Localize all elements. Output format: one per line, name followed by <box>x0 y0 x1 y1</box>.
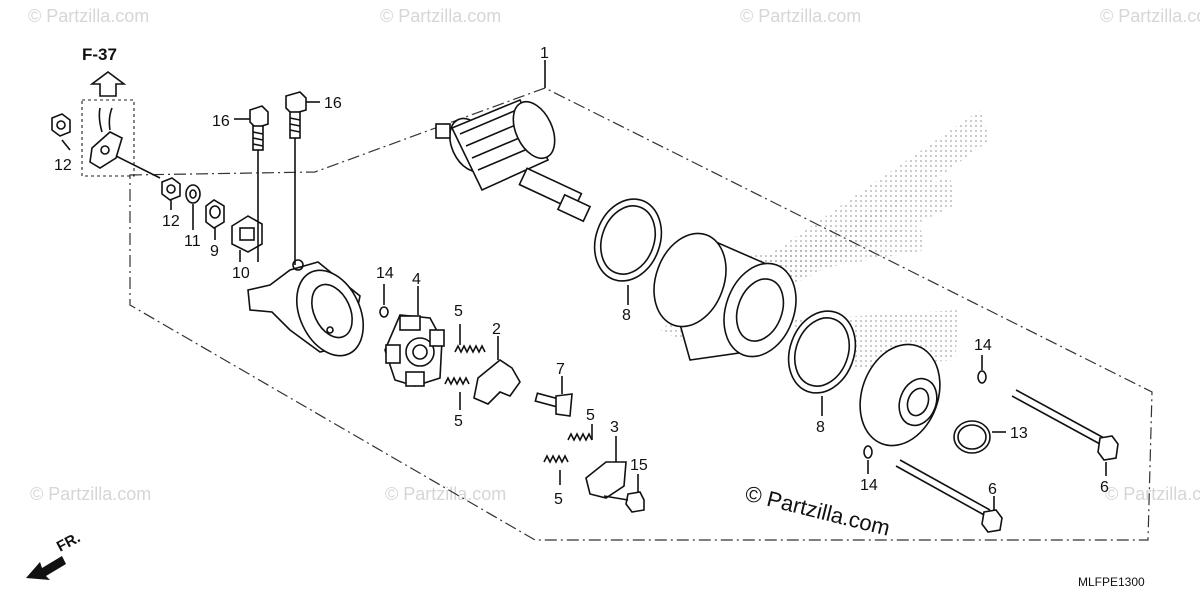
callout-16: 16 <box>212 113 230 130</box>
callout-10: 10 <box>232 265 250 282</box>
brush-terminal <box>534 376 573 417</box>
callout-14: 14 <box>974 337 992 354</box>
spring <box>454 344 486 354</box>
callout-8: 8 <box>816 419 825 436</box>
callout-8: 8 <box>622 307 631 324</box>
o-ring <box>593 198 663 282</box>
front-arrow-icon <box>26 556 66 580</box>
reference-label: F-37 <box>82 45 117 64</box>
callout-5: 5 <box>454 303 463 320</box>
callout-5: 5 <box>586 407 595 424</box>
callout-3: 3 <box>610 419 619 436</box>
o-ring <box>787 310 857 394</box>
spring <box>444 376 470 386</box>
watermark: © Partzilla.com <box>380 6 501 26</box>
terminal-bolt-set <box>231 215 263 253</box>
callout-14: 14 <box>376 265 394 282</box>
terminal-hardware <box>161 177 263 262</box>
callout-1: 1 <box>540 45 549 62</box>
brush-holder <box>384 286 445 387</box>
watermark-layer: © Partzilla.com © Partzilla.com © Partzi… <box>28 6 1200 504</box>
through-bolt <box>895 459 1003 533</box>
wire-lead <box>98 107 113 133</box>
f37-reference-group <box>51 71 161 179</box>
callout-13: 13 <box>1010 425 1028 442</box>
spring <box>567 432 593 442</box>
watermark: © Partzilla.com <box>1105 484 1200 504</box>
callout-16: 16 <box>324 95 342 112</box>
nut <box>161 177 181 201</box>
flange-bolt <box>285 91 307 115</box>
brush-springs <box>444 324 593 485</box>
callouts: F-37 1 2 3 4 5 5 5 5 6 6 7 8 8 9 10 11 1… <box>54 45 1109 508</box>
callout-6: 6 <box>1100 479 1109 496</box>
callout-5: 5 <box>454 413 463 430</box>
spring <box>543 454 569 464</box>
yoke-housing <box>653 232 797 361</box>
up-arrow-icon <box>89 71 127 97</box>
screw <box>625 491 645 513</box>
callout-15: 15 <box>630 457 648 474</box>
watermark: © Partzilla.com <box>1100 6 1200 26</box>
callout-9: 9 <box>210 243 219 260</box>
o-ring <box>953 420 991 454</box>
rear-cover <box>247 259 364 357</box>
o-ring-washer <box>379 306 389 318</box>
watermark: © Partzilla.com <box>30 484 151 504</box>
front-label: FR. <box>54 529 83 555</box>
washer <box>185 184 201 204</box>
callout-5: 5 <box>554 491 563 508</box>
assembly-outline <box>129 87 1153 541</box>
callout-4: 4 <box>412 271 421 288</box>
brush <box>473 359 521 405</box>
watermark: © Partzilla.com <box>740 6 861 26</box>
insulator-bushing <box>205 199 225 229</box>
watermark: © Partzilla.com <box>385 484 506 504</box>
callout-2: 2 <box>492 321 501 338</box>
callout-7: 7 <box>556 361 565 378</box>
callout-6: 6 <box>988 481 997 498</box>
watermark: © Partzilla.com <box>28 6 149 26</box>
front-cover <box>859 343 941 447</box>
callout-11: 11 <box>184 233 201 250</box>
bolt-group <box>234 91 320 265</box>
callout-12: 12 <box>54 157 72 174</box>
through-bolt <box>1011 389 1119 476</box>
diagram-code: MLFPE1300 <box>1078 575 1145 589</box>
o-ring-washer <box>977 370 987 384</box>
o-ring-washer <box>863 445 873 459</box>
brush <box>585 461 627 499</box>
reference-box <box>81 99 135 177</box>
callout-14: 14 <box>860 477 878 494</box>
nut <box>51 113 71 137</box>
terminal-lug <box>89 131 123 169</box>
flange-bolt <box>249 105 269 129</box>
armature <box>435 98 592 223</box>
callout-12: 12 <box>162 213 180 230</box>
front-direction-indicator: FR. <box>26 529 83 580</box>
